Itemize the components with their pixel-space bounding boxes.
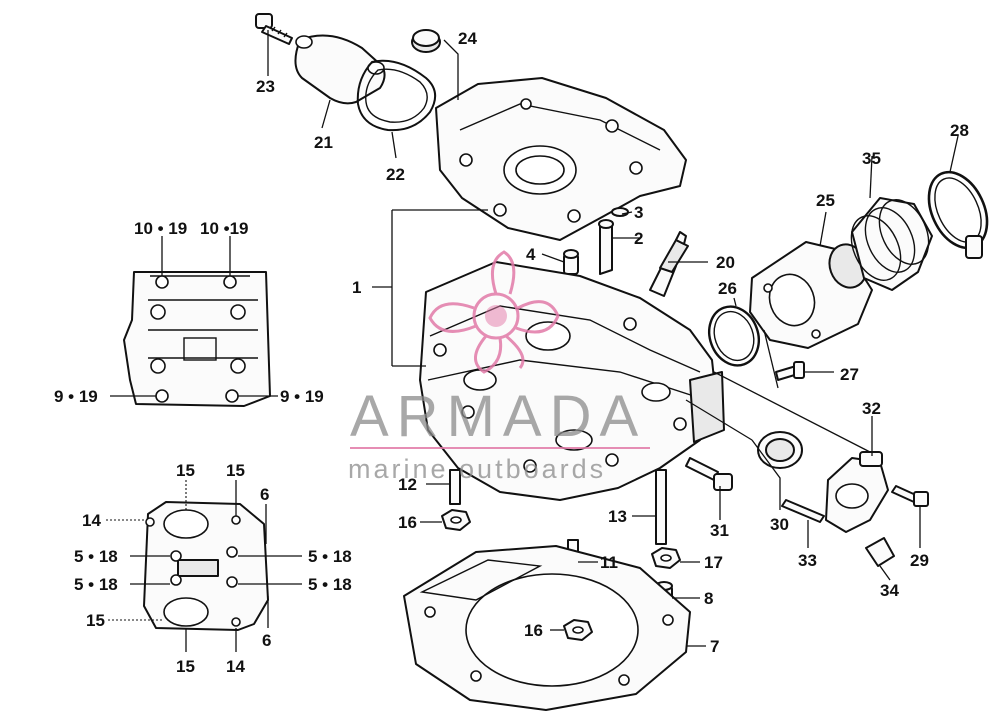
label-14-bottom: 14	[226, 657, 245, 676]
part-21-cover-cap	[294, 34, 386, 105]
part-25-intake-manifold	[749, 241, 873, 349]
part-31-temp-sensor	[685, 457, 733, 491]
label-13: 13	[608, 507, 627, 526]
part-24-plug	[411, 29, 441, 53]
label-17: 17	[704, 553, 723, 572]
label-24: 24	[458, 29, 477, 48]
part-7-head-gasket	[403, 545, 691, 711]
part-30-thermostat	[757, 431, 803, 469]
label-2: 2	[634, 229, 643, 248]
label-5-18-left-lower: 5 • 18	[74, 575, 118, 594]
label-9-19-right: 9 • 19	[280, 387, 324, 406]
label-10-19-left: 10 • 19	[134, 219, 187, 238]
label-6-bottom: 6	[262, 631, 271, 650]
label-25: 25	[816, 191, 835, 210]
label-33: 33	[798, 551, 817, 570]
label-15-bottom-left: 15	[86, 611, 105, 630]
watermark-logo	[428, 250, 560, 374]
part-29-bolt	[891, 485, 929, 507]
label-3: 3	[634, 203, 643, 222]
label-15-bottom: 15	[176, 657, 195, 676]
part-17-nut	[651, 547, 681, 569]
label-6-top: 6	[260, 485, 269, 504]
label-29: 29	[910, 551, 929, 570]
label-30: 30	[770, 515, 789, 534]
label-10-19-right: 10 •19	[200, 219, 249, 238]
label-23: 23	[256, 77, 275, 96]
label-4: 4	[526, 245, 536, 264]
watermark-brand: ARMADA	[350, 384, 646, 449]
label-12: 12	[398, 475, 417, 494]
inset-bottom-view	[143, 501, 269, 631]
label-5-18-right-lower: 5 • 18	[308, 575, 352, 594]
part-4-dowel	[563, 249, 579, 275]
inset-top-view	[123, 271, 271, 407]
label-28: 28	[950, 121, 969, 140]
part-35-boot	[850, 197, 933, 291]
label-34: 34	[880, 581, 899, 600]
label-20: 20	[716, 253, 735, 272]
part-23-bolt	[255, 13, 293, 45]
part-13-stud	[655, 469, 667, 545]
part-16-nut-lower	[563, 619, 593, 641]
label-16-upper: 16	[398, 513, 417, 532]
label-9-19-left: 9 • 19	[54, 387, 98, 406]
label-15-top-left: 15	[176, 461, 195, 480]
label-1: 1	[352, 278, 361, 297]
label-11: 11	[600, 553, 618, 572]
label-35: 35	[862, 149, 881, 168]
watermark-tagline: marine outboards	[348, 454, 606, 484]
part-33-stud	[781, 499, 825, 523]
part-12-stud	[449, 469, 461, 505]
label-26: 26	[718, 279, 737, 298]
part-3-clip	[611, 207, 629, 217]
label-5-18-right-upper: 5 • 18	[308, 547, 352, 566]
callout-labels: 23 21 22 24 3 2 4 20 1 25 35 28 26 27 32…	[54, 29, 969, 676]
label-7: 7	[710, 637, 719, 656]
camshaft-holder	[435, 77, 687, 241]
label-31: 31	[710, 521, 729, 540]
part-26-o-ring	[708, 305, 760, 367]
part-32-thermostat-housing	[825, 451, 889, 533]
leader-lines	[106, 30, 959, 652]
part-16-nut-upper	[441, 509, 471, 531]
watermark: ARMADA marine outboards	[348, 250, 650, 484]
part-34-sleeve	[865, 537, 895, 567]
part-2-pin	[598, 219, 614, 275]
label-16-lower: 16	[524, 621, 543, 640]
label-32: 32	[862, 399, 881, 418]
label-27: 27	[840, 365, 859, 384]
part-28-clamp	[927, 170, 989, 259]
label-5-18-left-upper: 5 • 18	[74, 547, 118, 566]
label-22: 22	[386, 165, 405, 184]
part-20-spark-plug	[649, 231, 689, 297]
label-15-top-right: 15	[226, 461, 245, 480]
label-14-top: 14	[82, 511, 101, 530]
part-22-gasket	[356, 59, 437, 132]
part-27-bolt	[775, 361, 805, 381]
label-8: 8	[704, 589, 713, 608]
label-21: 21	[314, 133, 333, 152]
